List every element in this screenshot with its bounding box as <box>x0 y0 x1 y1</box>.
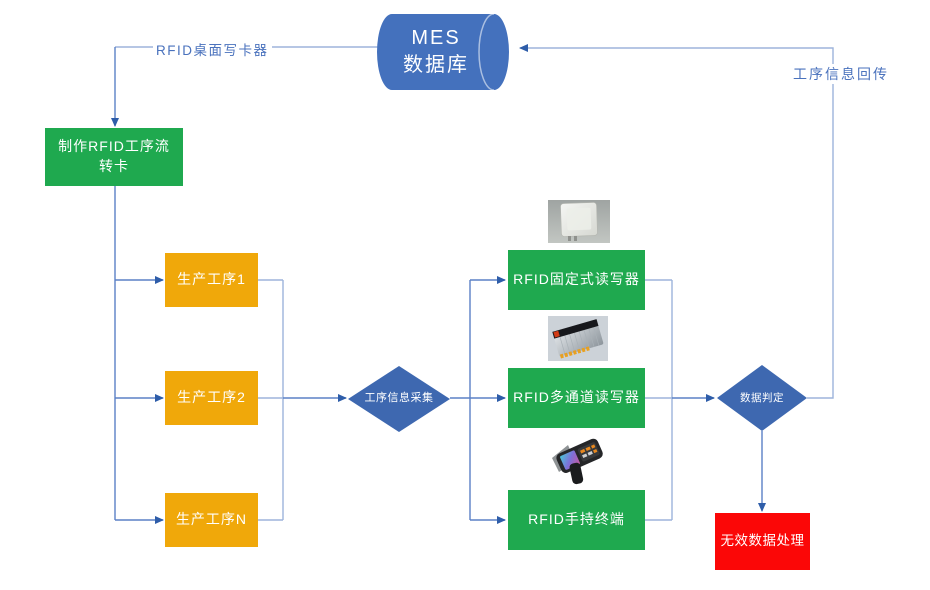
node-production-step-2: 生产工序2 <box>165 371 258 425</box>
edge-readers-merge <box>645 279 673 521</box>
mes-database-line2: 数据库 <box>403 54 469 76</box>
edge-steps-merge <box>258 279 284 521</box>
node-production-step-n: 生产工序N <box>165 493 258 547</box>
node-invalid-data-handling: 无效数据处理 <box>715 513 810 570</box>
node-handheld-rfid-terminal: RFID手持终端 <box>508 490 645 550</box>
mes-database-label: MES 数据库 <box>376 25 496 79</box>
edge-label-desktop-writer: RFID桌面写卡器 <box>153 39 272 59</box>
edge-label-info-return: 工序信息回传 <box>790 64 892 84</box>
node-multichannel-rfid-reader: RFID多通道读写器 <box>508 368 645 428</box>
fixed-rfid-reader-photo <box>548 200 610 243</box>
node-production-step-1: 生产工序1 <box>165 253 258 307</box>
mes-database-cylinder <box>377 13 509 91</box>
edge-return-to-mes <box>519 44 834 399</box>
mes-database-line1: MES <box>411 27 461 49</box>
handheld-rfid-terminal-photo <box>538 434 612 490</box>
node-make-rfid-flow-card: 制作RFID工序流转卡 <box>45 128 183 186</box>
node-fixed-rfid-reader: RFID固定式读写器 <box>508 250 645 310</box>
edge-collect-out <box>450 280 471 520</box>
multichannel-rfid-reader-photo <box>548 316 608 361</box>
